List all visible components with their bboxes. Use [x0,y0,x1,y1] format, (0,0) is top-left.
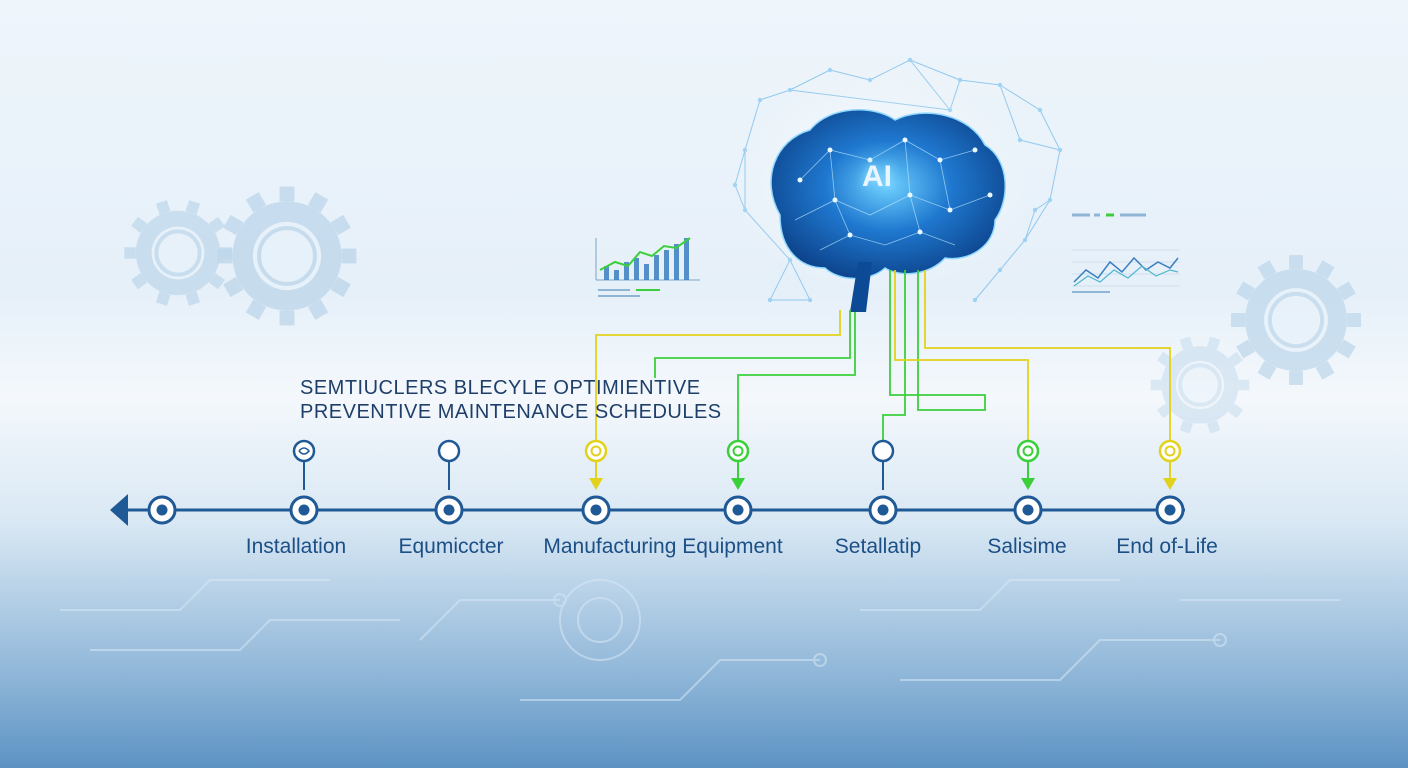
connector-green-2 [737,312,856,440]
stage-marker [1016,439,1040,490]
diagram-title-line-2: PREVENTIVE MAINTENANCE SCHEDULES [300,401,722,423]
connector-manufacturing [595,310,841,445]
diagram-title-line-1: SEMTIUCLERS BLECYLE OPTIMIENTIVE [300,377,701,399]
stage-marker [292,439,316,490]
stage-label-5: Setallatip [834,535,922,558]
connector-setallatip [882,270,906,440]
timeline-node[interactable] [868,495,898,525]
connector-green-1 [654,310,851,378]
brain-icon [730,75,1030,312]
stage-marker [871,439,895,490]
stage-label-3: Manufacturing Equipment [543,535,783,558]
bar-chart-icon [595,237,700,297]
stage-marker [584,439,608,490]
timeline-node[interactable] [147,495,177,525]
timeline [110,439,1185,526]
gear-icon [124,200,232,306]
stage-marker [726,439,750,490]
connector-salisime [894,270,1029,440]
stage-marker [437,439,461,490]
timeline-node[interactable] [723,495,753,525]
connector-end-of-life [924,270,1171,440]
stage-label-2: Equmiccter [398,535,504,558]
circuit-background [60,579,1340,701]
back-arrow-icon[interactable] [110,494,128,526]
gear-icon [217,186,357,326]
timeline-node[interactable] [289,495,319,525]
gear-icon [124,186,1361,434]
gear-icon [1150,336,1250,434]
stage-marker [1158,439,1182,490]
timeline-node[interactable] [581,495,611,525]
stage-label-6: Salisime [987,535,1067,558]
timeline-node[interactable] [1155,495,1185,525]
connector-green-3 [889,270,986,411]
brain-ai-label: AI [862,160,892,193]
stage-label-1: Installation [245,535,347,558]
line-chart-icon [1072,213,1180,293]
timeline-node[interactable] [434,495,464,525]
gear-icon [1231,255,1361,385]
stage-label-7: End of-Life [1116,535,1218,558]
timeline-node[interactable] [1013,495,1043,525]
brain-connectors [595,270,1171,445]
